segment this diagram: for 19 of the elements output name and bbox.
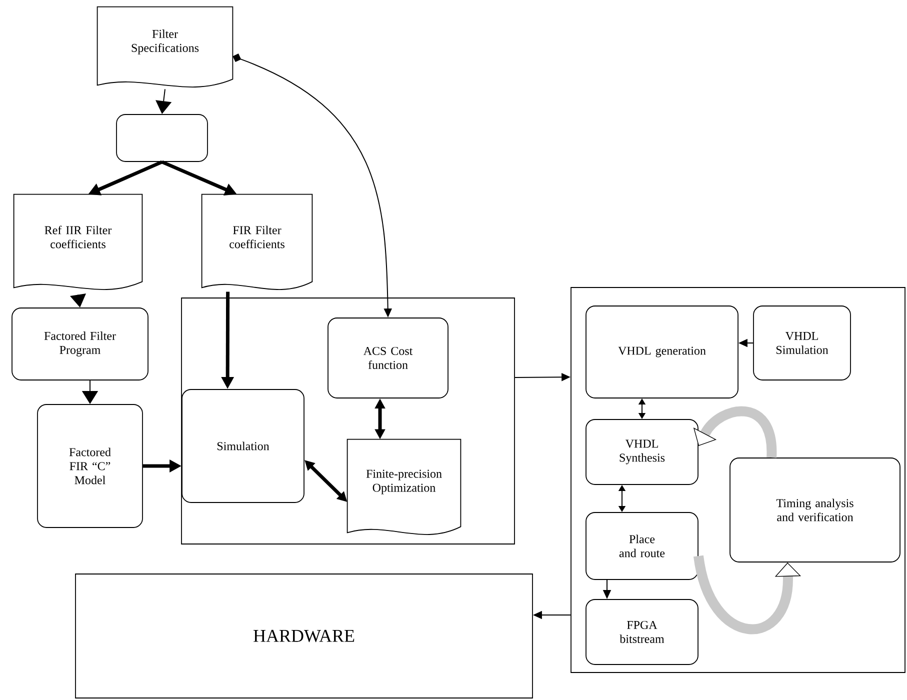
process-box: VHDL Synthesis [586, 419, 698, 485]
process-box: VHDL generation [586, 306, 738, 398]
document-box: Filter Specifications [96, 6, 234, 88]
process-box [116, 114, 208, 162]
document-box: FIR Filter coefficients [201, 194, 313, 290]
process-box: Factored FIR “C” Model [37, 404, 143, 528]
process-box: Factored Filter Program [12, 308, 148, 380]
process-box: ACS Cost function [328, 318, 448, 398]
arrow [694, 555, 801, 634]
document-box: Ref IIR Filter coefficients [13, 194, 143, 290]
process-box: Timing analysis and verification [730, 458, 900, 562]
process-box: Simulation [182, 389, 304, 503]
process-box: Place and route [586, 512, 698, 580]
container-box [570, 287, 906, 673]
document-box: Finite-precision Optimization [346, 438, 462, 535]
container-box [181, 298, 515, 544]
process-box: FPGA bitstream [586, 599, 698, 665]
process-box: VHDL Simulation [753, 306, 851, 380]
container-box: HARDWARE [75, 574, 533, 698]
